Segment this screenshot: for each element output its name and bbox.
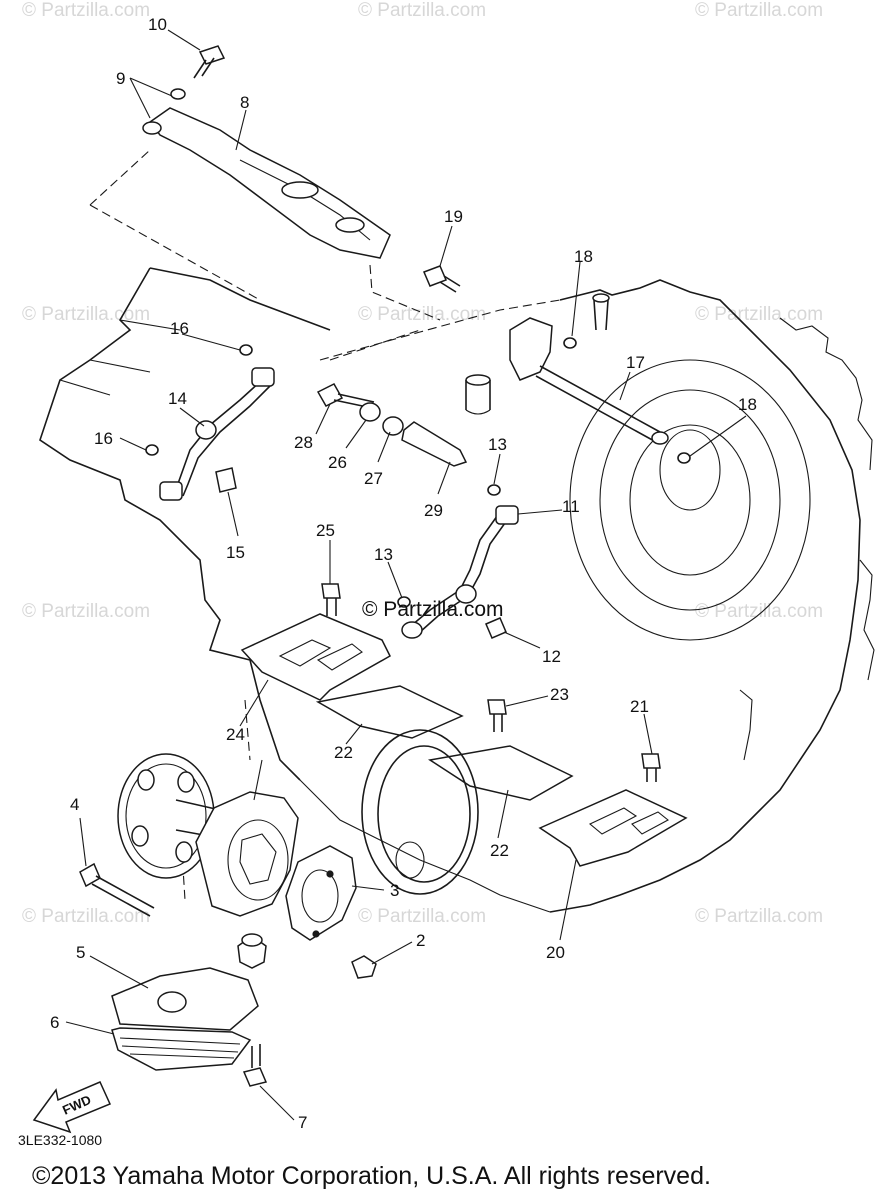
callout-9: 9 xyxy=(116,69,125,88)
watermark: © Partzilla.com xyxy=(695,304,823,325)
callout-4: 4 xyxy=(70,795,79,814)
part-13-orings xyxy=(397,484,501,608)
callout-23: 23 xyxy=(550,685,569,704)
callout-15: 15 xyxy=(226,543,245,562)
part-9-washers xyxy=(142,88,186,135)
part-22-baffle-upper xyxy=(315,685,464,739)
callout-17: 17 xyxy=(626,353,645,372)
part-12-bolt xyxy=(485,617,507,639)
part-10-bolt xyxy=(193,45,226,79)
callout-22: 22 xyxy=(490,841,509,860)
part-3-pump-cover xyxy=(285,845,357,941)
callout-22: 22 xyxy=(334,743,353,762)
callout-28: 28 xyxy=(294,433,313,452)
callout-21: 21 xyxy=(630,697,649,716)
watermark: © Partzilla.com xyxy=(22,0,150,21)
watermark: © Partzilla.com xyxy=(22,601,150,622)
callout-13: 13 xyxy=(488,435,507,454)
callout-19: 19 xyxy=(444,207,463,226)
part-5-strainer xyxy=(111,933,267,1031)
part-6-screen xyxy=(111,1027,252,1071)
part-20-baffle xyxy=(538,789,688,867)
copyright-text: ©2013 Yamaha Motor Corporation, U.S.A. A… xyxy=(32,1162,711,1190)
callout-8: 8 xyxy=(240,93,249,112)
part-4-bolt xyxy=(79,862,155,917)
part-2-pin xyxy=(351,955,377,979)
callout-29: 29 xyxy=(424,501,443,520)
part-11-pipe xyxy=(401,505,519,639)
part-28-bolt xyxy=(316,383,375,409)
watermark: © Partzilla.com xyxy=(695,0,823,21)
callout-16: 16 xyxy=(170,319,189,338)
center-watermark: © Partzilla.com xyxy=(362,598,504,621)
part-27-washer xyxy=(382,416,404,436)
diagram-code: 3LE332-1080 xyxy=(18,1132,102,1148)
part-25-bolt xyxy=(321,583,341,616)
watermark: © Partzilla.com xyxy=(695,906,823,927)
part-26-washer xyxy=(359,402,381,422)
part-23-bolt xyxy=(487,699,507,732)
callout-13: 13 xyxy=(374,545,393,564)
watermark: © Partzilla.com xyxy=(695,601,823,622)
callout-24: 24 xyxy=(226,725,245,744)
callout-2: 2 xyxy=(416,931,425,950)
part-21-bolt xyxy=(641,753,661,782)
part-8-bracket xyxy=(148,107,391,259)
callout-11: 11 xyxy=(562,497,580,516)
callout-25: 25 xyxy=(316,521,335,540)
part-29-pin xyxy=(401,421,468,467)
watermark: © Partzilla.com xyxy=(22,304,150,325)
part-17-shaft xyxy=(509,317,669,445)
callout-16: 16 xyxy=(94,429,113,448)
callout-7: 7 xyxy=(298,1113,307,1132)
part-22-baffle-lower xyxy=(427,745,574,801)
left-crankcase-outline xyxy=(39,149,551,913)
callout-10: 10 xyxy=(148,15,167,34)
callout-26: 26 xyxy=(328,453,347,472)
callout-5: 5 xyxy=(76,943,85,962)
fwd-arrow-icon: FWD xyxy=(32,1081,112,1134)
callout-12: 12 xyxy=(542,647,561,666)
watermark: © Partzilla.com xyxy=(358,304,486,325)
callout-18: 18 xyxy=(574,247,593,266)
bore-ring xyxy=(361,729,479,895)
watermarks: © Partzilla.com © Partzilla.com © Partzi… xyxy=(22,0,823,927)
part-24-baffle xyxy=(240,613,391,701)
callout-6: 6 xyxy=(50,1013,59,1032)
callout-3: 3 xyxy=(390,881,399,900)
callout-18: 18 xyxy=(738,395,757,414)
part-15-plug xyxy=(215,467,237,493)
callout-27: 27 xyxy=(364,469,383,488)
part-7-bolt xyxy=(242,1044,268,1087)
crankcase-outline xyxy=(319,279,875,913)
part-1-oil-pump xyxy=(175,791,299,917)
part-18-orings xyxy=(563,337,691,464)
watermark: © Partzilla.com xyxy=(358,906,486,927)
callouts: 10 9 8 19 18 16 14 16 28 26 27 17 18 13 … xyxy=(50,15,757,1132)
callout-20: 20 xyxy=(546,943,565,962)
callout-14: 14 xyxy=(168,389,187,408)
watermark: © Partzilla.com xyxy=(358,0,486,21)
leader-lines xyxy=(65,29,747,1121)
part-19-bolt xyxy=(423,265,461,293)
watermark: © Partzilla.com xyxy=(22,906,150,927)
part-14-pipe xyxy=(159,367,275,501)
